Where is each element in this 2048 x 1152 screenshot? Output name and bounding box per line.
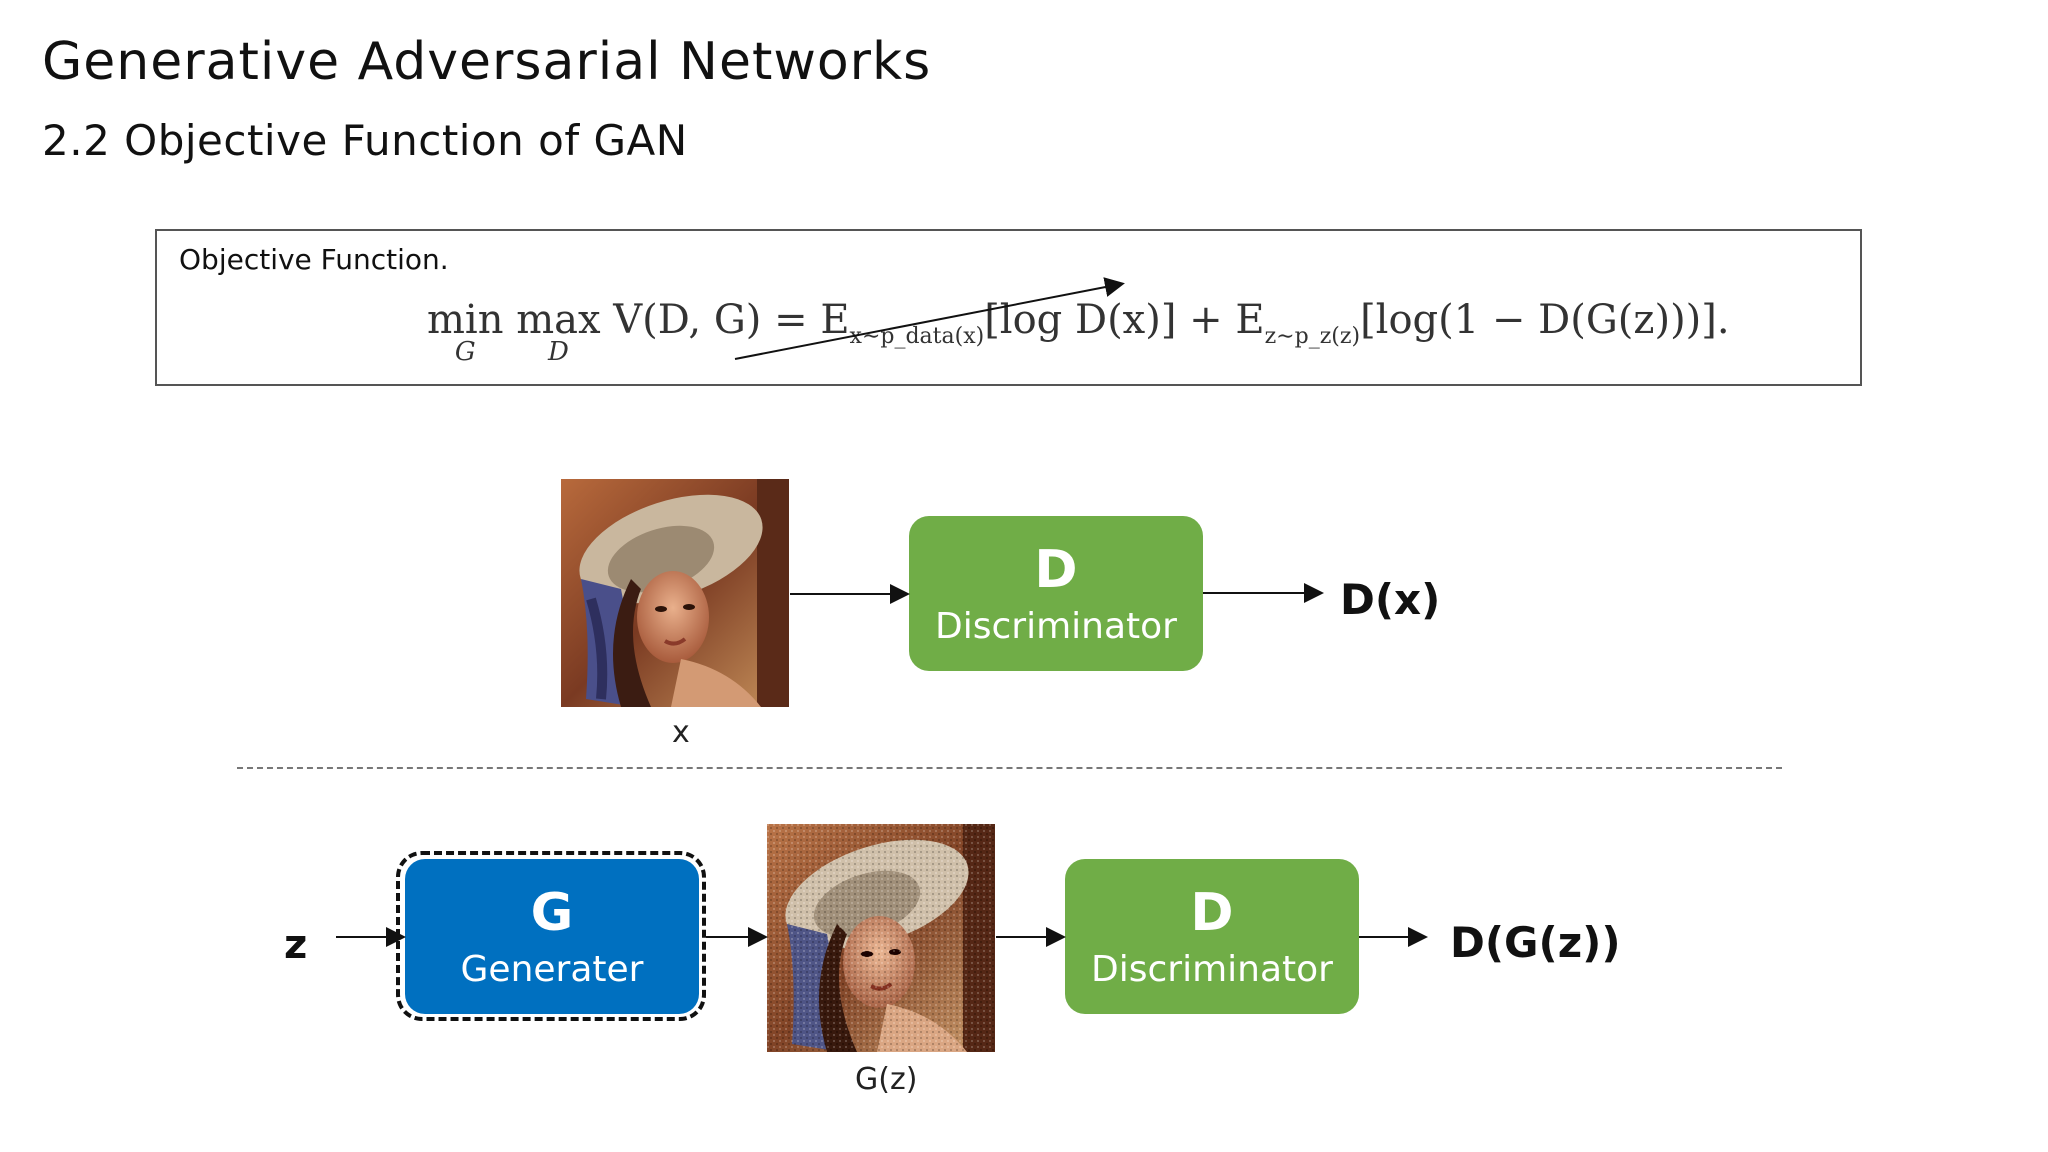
generated-image-gz: [767, 824, 995, 1052]
noise-input-z: z: [284, 922, 308, 968]
formula-body-1: V(D, G) = E: [613, 297, 850, 343]
section-divider: [237, 767, 1782, 769]
slide-subtitle: 2.2 Objective Function of GAN: [42, 116, 688, 165]
generator-letter: G: [530, 883, 574, 943]
output-dgz: D(G(z)): [1450, 918, 1621, 967]
discriminator-letter: D: [1190, 883, 1234, 943]
formula-sub-1: x∼p_data(x): [849, 324, 985, 349]
formula-sub-2: z∼p_z(z): [1264, 324, 1361, 349]
slide-title: Generative Adversarial Networks: [42, 32, 932, 92]
discriminator-block-bottom: D Discriminator: [1065, 859, 1359, 1014]
output-dx: D(x): [1340, 575, 1441, 624]
objective-function-label: Objective Function.: [179, 243, 449, 276]
real-image-caption: x: [672, 715, 690, 750]
discriminator-block-top: D Discriminator: [909, 516, 1203, 671]
formula-body-2: [log D(x)] + E: [984, 297, 1265, 343]
real-image-x: [561, 479, 789, 707]
generator-name: Generater: [460, 949, 644, 990]
generated-image-caption: G(z): [855, 1062, 918, 1097]
discriminator-name: Discriminator: [935, 606, 1177, 647]
discriminator-letter: D: [1034, 540, 1078, 600]
generator-block: G Generater: [405, 859, 699, 1014]
formula-annotation-arrow: [734, 277, 1125, 360]
discriminator-name: Discriminator: [1091, 949, 1333, 990]
formula-body-3: [log(1 − D(G(z)))].: [1360, 297, 1730, 343]
